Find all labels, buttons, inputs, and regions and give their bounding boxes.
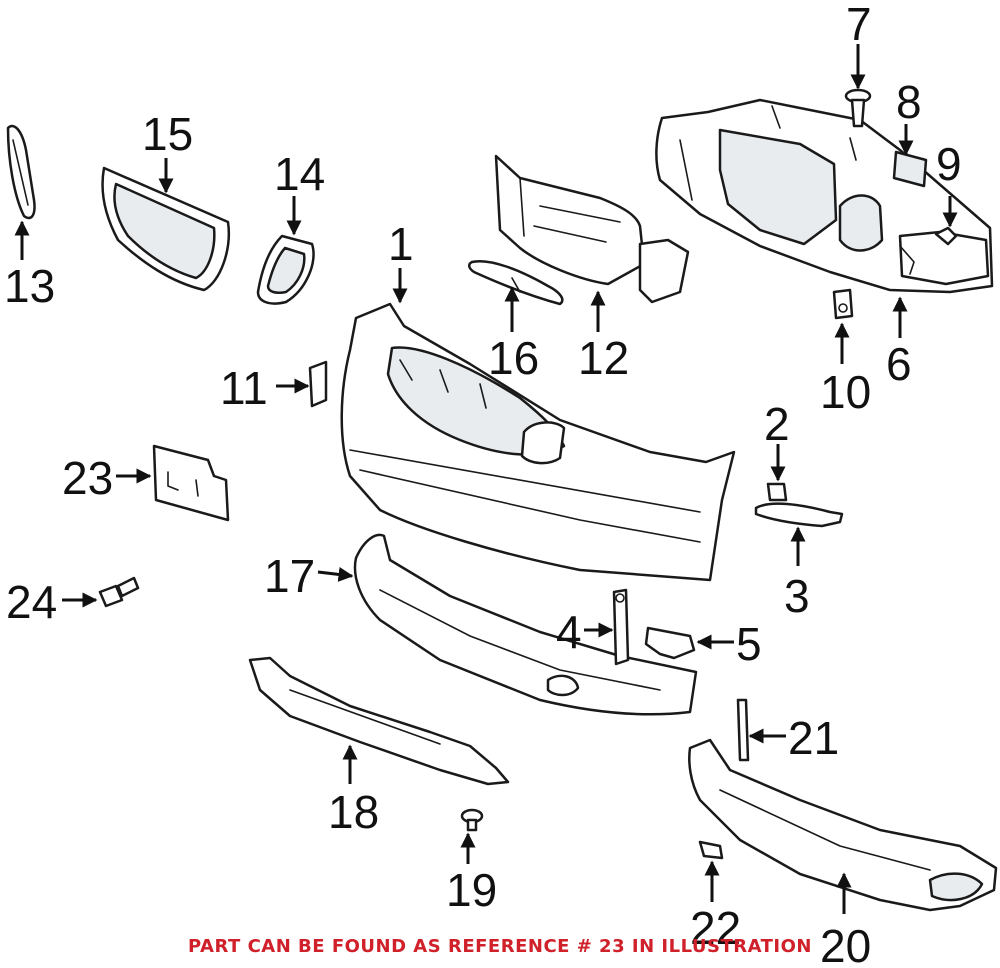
part-10-bracket[interactable] [832, 288, 854, 320]
callout-7: 7 [846, 0, 872, 50]
callout-20: 20 [820, 920, 871, 968]
callout-9: 9 [936, 138, 962, 190]
callout-22: 22 [690, 902, 741, 954]
callout-16: 16 [488, 332, 539, 384]
leader-lines [14, 44, 958, 914]
callout-3: 3 [784, 570, 810, 622]
part-4-strap[interactable] [612, 588, 630, 666]
part-2-clip[interactable] [766, 482, 788, 502]
callout-2: 2 [764, 398, 790, 450]
part-19-push-pin[interactable] [460, 808, 484, 832]
part-20-lower-valance[interactable] [688, 738, 998, 912]
callout-18: 18 [328, 786, 379, 838]
callout-13: 13 [4, 260, 55, 312]
callout-12: 12 [578, 332, 629, 384]
callout-24: 24 [6, 576, 57, 628]
reference-note: PART CAN BE FOUND AS REFERENCE # 23 IN I… [188, 936, 812, 957]
part-8-clip-nut[interactable] [892, 150, 928, 188]
part-13-marker-trim[interactable] [6, 124, 36, 220]
callout-11: 11 [220, 362, 268, 414]
part-12-upper-absorber[interactable] [494, 154, 690, 304]
part-17-lower-panel[interactable] [353, 533, 698, 716]
callout-6: 6 [886, 338, 912, 390]
part-3-guide-bracket[interactable] [754, 502, 844, 528]
part-18-lower-absorber[interactable] [248, 656, 510, 786]
part-22-clip[interactable] [698, 840, 724, 860]
part-23-license-bracket[interactable] [152, 444, 230, 522]
part-9-screw[interactable] [934, 226, 958, 246]
callout-4: 4 [556, 606, 582, 658]
callout-10: 10 [820, 366, 871, 418]
part-21-strap[interactable] [736, 698, 750, 762]
callout-15: 15 [142, 108, 193, 160]
part-5-deflector[interactable] [644, 626, 696, 660]
callout-21: 21 [788, 712, 839, 764]
part-14-fog-bezel[interactable] [256, 234, 315, 305]
part-11-cover[interactable] [308, 360, 328, 408]
part-1-bumper-cover[interactable] [340, 302, 736, 582]
callout-23: 23 [62, 452, 113, 504]
part-7-push-pin[interactable] [844, 88, 872, 128]
part-24-push-clip[interactable] [98, 576, 140, 608]
callout-17: 17 [264, 550, 315, 602]
callout-1: 1 [388, 218, 414, 270]
callout-numbers: 13 15 14 1 16 12 7 8 9 10 6 11 2 3 23 17… [4, 0, 962, 968]
callout-14: 14 [274, 148, 325, 200]
callout-5: 5 [736, 618, 762, 670]
callout-19: 19 [446, 864, 497, 916]
part-6-reinforcement[interactable] [655, 98, 994, 294]
callout-8: 8 [896, 76, 922, 128]
part-15-grille-frame[interactable] [101, 166, 231, 292]
part-16-molding-strip[interactable] [468, 260, 564, 306]
